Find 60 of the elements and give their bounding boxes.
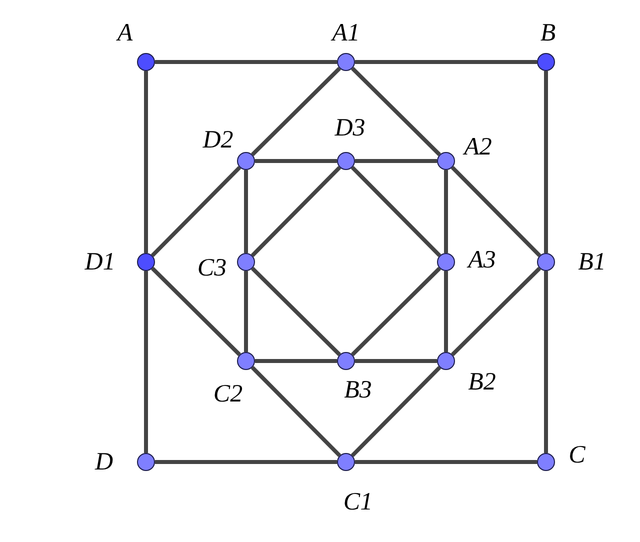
line-segment <box>544 71 548 253</box>
point-label: B1 <box>578 250 606 274</box>
point-marker <box>537 453 555 471</box>
line-segment <box>350 366 442 457</box>
point-marker <box>437 352 455 370</box>
point-marker <box>137 253 155 271</box>
point-label: A3 <box>468 248 496 272</box>
point-marker <box>337 152 355 170</box>
line-segment <box>144 71 148 253</box>
point-marker <box>237 253 255 271</box>
line-segment <box>144 271 148 453</box>
line-segment <box>351 266 441 356</box>
point-marker <box>337 453 355 471</box>
line-segment <box>251 266 341 356</box>
point-marker <box>537 53 555 71</box>
line-segment <box>355 159 437 163</box>
point-label: D2 <box>202 128 234 152</box>
point-marker <box>137 53 155 71</box>
line-segment <box>155 460 337 464</box>
line-segment <box>244 271 248 352</box>
point-label: C1 <box>343 490 373 514</box>
point-marker <box>537 253 555 271</box>
line-segment <box>444 170 448 253</box>
line-segment <box>544 271 548 453</box>
point-marker <box>437 152 455 170</box>
point-label: B <box>540 20 556 46</box>
line-segment <box>150 166 242 257</box>
point-label: C <box>568 442 586 468</box>
point-label: D1 <box>84 250 116 274</box>
line-segment <box>255 159 337 163</box>
line-segment <box>451 266 541 356</box>
line-segment <box>450 166 542 257</box>
line-segment <box>444 271 448 352</box>
point-label: C3 <box>197 256 227 280</box>
point-label: A1 <box>332 20 360 46</box>
point-marker <box>437 253 455 271</box>
line-segment <box>250 366 342 457</box>
point-label: B3 <box>344 378 372 402</box>
point-marker <box>337 352 355 370</box>
line-segment <box>155 60 337 64</box>
point-marker <box>237 352 255 370</box>
line-segment <box>151 266 241 356</box>
line-segment <box>355 60 537 64</box>
point-label: C2 <box>213 382 243 406</box>
line-segment <box>255 359 337 363</box>
line-segment <box>244 170 248 253</box>
point-label: A2 <box>464 134 492 160</box>
line-segment <box>351 66 441 156</box>
point-label: A <box>117 20 133 46</box>
point-marker <box>337 53 355 71</box>
line-segment <box>355 359 437 363</box>
point-label: D <box>94 450 114 474</box>
line-segment <box>250 166 342 257</box>
line-segment <box>355 460 537 464</box>
point-label: B2 <box>468 370 496 394</box>
line-segment <box>251 66 341 156</box>
point-marker <box>137 453 155 471</box>
line-segment <box>350 166 442 257</box>
point-label: D3 <box>334 116 366 140</box>
point-marker <box>237 152 255 170</box>
